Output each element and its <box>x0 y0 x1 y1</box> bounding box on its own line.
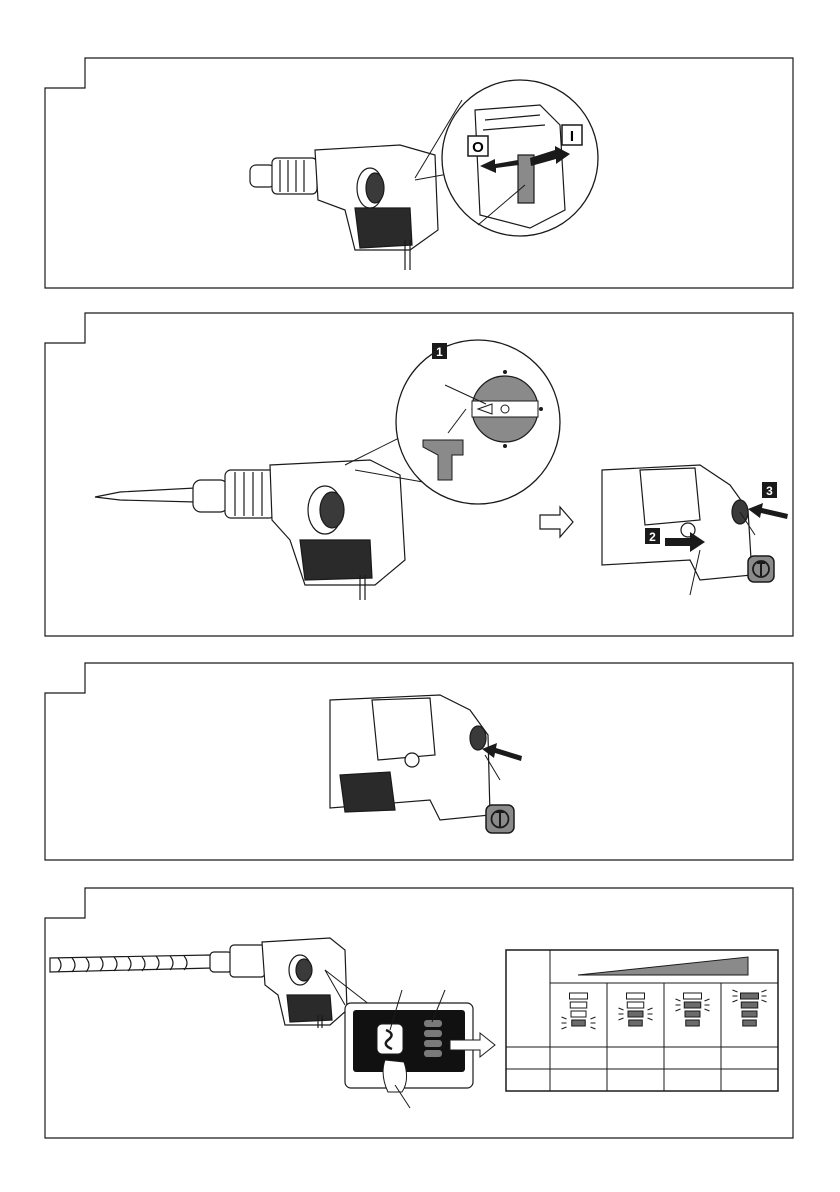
led-segment <box>742 1011 757 1017</box>
panel-torque-indicator <box>45 888 793 1138</box>
rotation-stop-icon <box>748 556 774 582</box>
led-segment <box>686 1020 700 1026</box>
finger-pressing <box>383 1060 406 1092</box>
drill-with-bit-illustration <box>50 938 347 1028</box>
led-segment <box>741 1002 758 1008</box>
led-segment <box>629 1020 643 1026</box>
switch-off-label-box: O <box>468 136 488 156</box>
led-segment <box>571 1011 586 1017</box>
led-segment <box>628 1011 643 1017</box>
control-panel-dark <box>353 1010 465 1072</box>
switch-off-label: O <box>472 139 484 156</box>
handle-closeup <box>602 465 752 580</box>
step-2-number: 2 <box>649 530 656 544</box>
chisel-drill-illustration <box>95 460 405 600</box>
led-segment <box>743 1020 757 1026</box>
led-segment <box>741 993 759 999</box>
led-segment <box>684 993 702 999</box>
panel-switch: O I <box>45 58 793 288</box>
led-segment <box>570 993 588 999</box>
step-1-number: 1 <box>436 345 443 359</box>
led-segment <box>627 993 645 999</box>
step-3-badge: 3 <box>762 482 777 498</box>
step-3-number: 3 <box>766 484 773 498</box>
led-segment <box>685 1011 700 1017</box>
led-segment <box>570 1002 587 1008</box>
step-2-badge: 2 <box>645 528 660 544</box>
step-1-badge: 1 <box>432 343 447 359</box>
led-segment <box>627 1002 644 1008</box>
hammer-drill-illustration <box>250 145 438 270</box>
switch-on-label: I <box>570 128 574 145</box>
panel-mode-select: 1 3 2 <box>45 313 793 636</box>
led-segment <box>572 1020 586 1026</box>
rear-handle-closeup <box>330 695 490 820</box>
push-arrow-step3 <box>748 503 788 519</box>
switch-on-label-box: I <box>562 125 582 145</box>
led-segment <box>684 1002 701 1008</box>
rotation-stop-icon <box>486 805 514 833</box>
panel-rotation-stop <box>45 663 793 860</box>
next-step-arrow <box>540 507 573 537</box>
